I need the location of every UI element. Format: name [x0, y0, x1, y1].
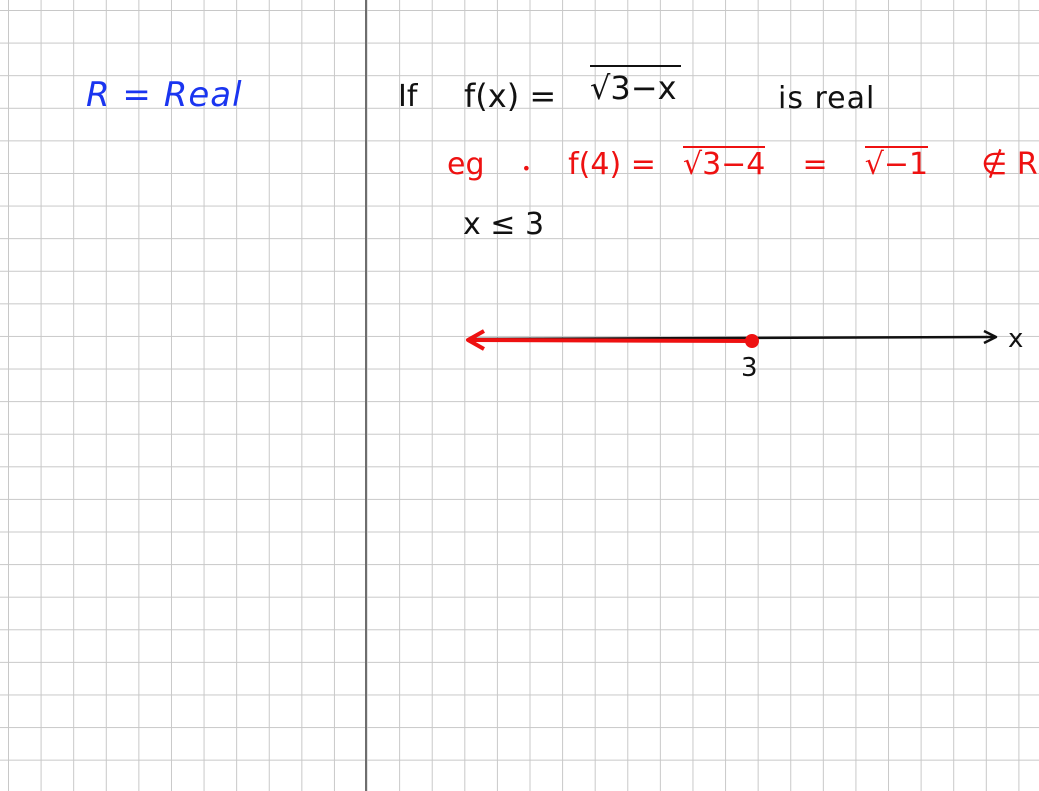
is-real-text: is real [778, 81, 876, 116]
radical-expression: √3−x [590, 65, 681, 107]
ray-arrow-head [466, 329, 485, 351]
page-divider [365, 0, 367, 791]
closed-point-3 [745, 334, 759, 348]
example-line: eg • f(4) = √3−4 = √−1 ∉ R [447, 146, 1038, 180]
radical-3-minus-4: √3−4 [682, 146, 766, 182]
function-radical: √3−x [590, 65, 681, 107]
f-of-4: f(4) = [568, 147, 656, 182]
if-word: If [398, 79, 418, 114]
not-in-real: ∉ R [981, 147, 1038, 182]
radical-minus-1: √−1 [864, 146, 929, 182]
axis-label-x: x [1008, 324, 1024, 354]
real-definition: R = Real [86, 75, 243, 115]
equals-sign: = [802, 147, 828, 182]
solution-ray [469, 338, 753, 343]
domain-inequality: x ≤ 3 [463, 207, 545, 242]
axis-arrow-head [983, 329, 998, 345]
eg-label: eg [447, 147, 485, 182]
function-lhs: f(x) = [464, 77, 557, 115]
point-label-3: 3 [741, 353, 758, 383]
bullet-mark: • [521, 159, 532, 178]
